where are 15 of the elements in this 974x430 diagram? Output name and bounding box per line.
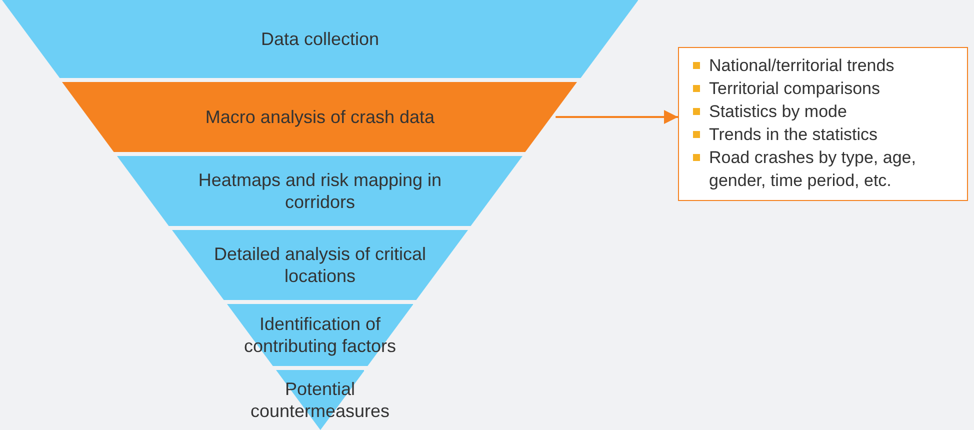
bullet-text: National/territorial trends — [709, 56, 894, 75]
stage-label: Heatmaps and risk mapping in corridors — [197, 169, 443, 213]
funnel-stage — [172, 230, 468, 300]
funnel-stage — [117, 156, 523, 226]
stage-label: Detailed analysis of critical locations — [212, 243, 428, 287]
stage-label: Macro analysis of crash data — [205, 106, 435, 128]
bullet-list-box — [678, 47, 968, 201]
bullet-text: Statistics by mode — [709, 102, 847, 121]
arrow — [556, 110, 678, 124]
funnel-stage — [62, 82, 578, 152]
funnel-stage — [2, 0, 638, 78]
stage-label: Data collection — [260, 28, 380, 50]
bullet-text: Territorial comparisons — [709, 79, 880, 98]
bullet-text: Road crashes by type, age, gender, time period, etc. — [709, 148, 916, 190]
bullet-text: Trends in the statistics — [709, 125, 878, 144]
